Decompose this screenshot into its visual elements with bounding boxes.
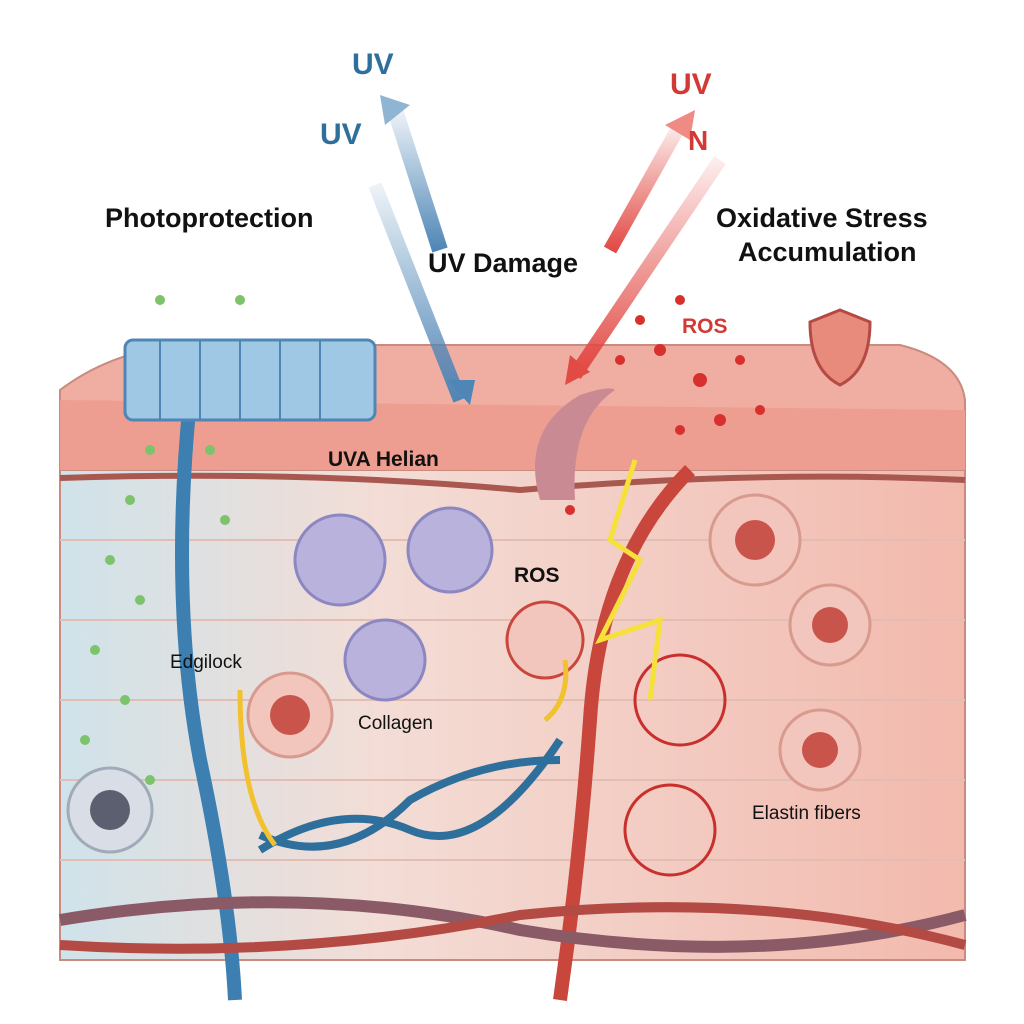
lightning: [595, 459, 663, 701]
oxidative-stress-label: Oxidative Stress: [716, 203, 928, 233]
uv-label-blue: UV: [320, 118, 362, 151]
antioxidant-dots: [80, 295, 245, 785]
yellow-arrow: [237, 689, 277, 847]
uv-damage-label: UV Damage: [428, 248, 579, 278]
photoprotection-label: Photoprotection: [105, 203, 314, 233]
hair-follicle: [535, 388, 615, 500]
uv-arrow-incoming: [368, 182, 467, 403]
edgilock-label: Edgilock: [170, 652, 242, 673]
n-label-red: N: [688, 125, 709, 156]
elastin-label: Elastin fibers: [752, 803, 861, 824]
bottom-vessels: [59, 896, 967, 953]
shield-icon: [808, 308, 872, 387]
dna-helix: [257, 737, 564, 854]
ros-label-mid: ROS: [514, 564, 560, 587]
accumulation-label: Accumulation: [738, 237, 917, 267]
uv-label-red: UV: [670, 68, 712, 101]
blue-vessel: [175, 399, 242, 1001]
keratinocyte-blocks: [123, 338, 377, 422]
collagen-label: Collagen: [358, 713, 433, 734]
uva-helian-label: UVA Helian: [328, 448, 439, 471]
red-arrow-outgoing: [603, 121, 687, 254]
yellow-arrow: [543, 659, 569, 722]
uv-label-blue-top: UV: [352, 48, 394, 81]
ros-label-top: ROS: [682, 315, 728, 338]
cells: [66, 493, 872, 877]
red-arrow-incoming: [569, 156, 726, 379]
uv-arrow-outgoing: [387, 107, 448, 253]
